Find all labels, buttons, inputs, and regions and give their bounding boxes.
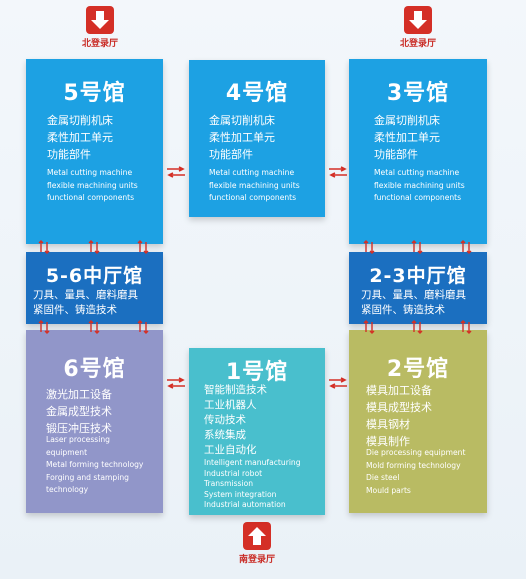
updown-arrows-icon xyxy=(88,240,100,254)
updown-arrows-icon xyxy=(137,320,149,334)
hall-2[interactable]: 2号馆 模具加工设备 模具成型技术 模具钢材 模具制作 Die processi… xyxy=(349,330,487,513)
updown-arrows-icon xyxy=(38,240,50,254)
up-arrow-icon xyxy=(243,522,271,550)
hall-en-exhibits: Die processing equipment Mold forming te… xyxy=(366,448,466,495)
hall-4[interactable]: 4号馆 金属切削机床 柔性加工单元 功能部件 Metal cutting mac… xyxy=(189,60,325,217)
hall-5[interactable]: 5号馆 金属切削机床 柔性加工单元 功能部件 Metal cutting mac… xyxy=(26,59,163,244)
hall-zh-exhibits: 金属切削机床 柔性加工单元 功能部件 xyxy=(47,114,113,161)
hall-zh-exhibits: 刀具、量具、磨料磨具 紧固件、铸造技术 xyxy=(33,289,138,316)
hall-3[interactable]: 3号馆 金属切削机床 柔性加工单元 功能部件 Metal cutting mac… xyxy=(349,59,487,244)
hall-zh-exhibits: 刀具、量具、磨料磨具 紧固件、铸造技术 xyxy=(361,289,466,316)
hall-zh-exhibits: 金属切削机床 柔性加工单元 功能部件 xyxy=(209,114,275,161)
hall-title: 5号馆 xyxy=(63,81,126,106)
updown-arrows-icon xyxy=(137,240,149,254)
updown-arrows-icon xyxy=(363,240,375,254)
updown-arrows-icon xyxy=(38,320,50,334)
hall-title: 4号馆 xyxy=(225,81,289,106)
hall-6[interactable]: 6号馆 激光加工设备 金属成型技术 锻压冲压技术 Laser processin… xyxy=(26,330,163,513)
entrance-label: 北登录厅 xyxy=(81,39,118,49)
hall-title: 2号馆 xyxy=(386,357,450,382)
hall-zh-exhibits: 智能制造技术 工业机器人 传动技术 系统集成 工业自动化 xyxy=(204,384,267,456)
hall-en-exhibits: Intelligent manufacturing Industrial rob… xyxy=(204,458,301,509)
north-entrance-left[interactable]: 北登录厅 xyxy=(70,6,130,49)
hall-en-exhibits: Metal cutting machine flexible machining… xyxy=(47,168,138,202)
swap-arrows-icon xyxy=(329,166,347,178)
entrance-label: 北登录厅 xyxy=(399,39,436,49)
updown-arrows-icon xyxy=(411,320,423,334)
hall-1[interactable]: 1号馆 智能制造技术 工业机器人 传动技术 系统集成 工业自动化 Intelli… xyxy=(189,348,325,515)
hall-2-3-middle[interactable]: 2-3中厅馆 刀具、量具、磨料磨具 紧固件、铸造技术 xyxy=(349,252,487,324)
updown-arrows-icon xyxy=(460,320,472,334)
hall-en-exhibits: Metal cutting machine flexible machining… xyxy=(209,168,300,202)
hall-title: 3号馆 xyxy=(386,81,450,106)
swap-arrows-icon xyxy=(167,166,185,178)
entrance-label: 南登录厅 xyxy=(238,555,275,565)
updown-arrows-icon xyxy=(363,320,375,334)
hall-en-exhibits: Laser processing equipment Metal forming… xyxy=(46,435,144,494)
swap-arrows-icon xyxy=(329,377,347,389)
down-arrow-icon xyxy=(86,6,114,34)
north-entrance-right[interactable]: 北登录厅 xyxy=(388,6,448,49)
hall-5-6-middle[interactable]: 5-6中厅馆 刀具、量具、磨料磨具 紧固件、铸造技术 xyxy=(26,252,163,324)
hall-title: 5-6中厅馆 xyxy=(45,265,144,287)
hall-title: 1号馆 xyxy=(225,360,289,385)
hall-zh-exhibits: 激光加工设备 金属成型技术 锻压冲压技术 xyxy=(46,388,112,435)
hall-zh-exhibits: 模具加工设备 模具成型技术 模具钢材 模具制作 xyxy=(366,384,432,448)
hall-title: 6号馆 xyxy=(63,357,126,382)
hall-title: 2-3中厅馆 xyxy=(369,265,467,287)
updown-arrows-icon xyxy=(460,240,472,254)
updown-arrows-icon xyxy=(88,320,100,334)
hall-zh-exhibits: 金属切削机床 柔性加工单元 功能部件 xyxy=(374,114,440,161)
down-arrow-icon xyxy=(404,6,432,34)
swap-arrows-icon xyxy=(167,377,185,389)
updown-arrows-icon xyxy=(411,240,423,254)
hall-en-exhibits: Metal cutting machine flexible machining… xyxy=(374,168,465,202)
south-entrance[interactable]: 南登录厅 xyxy=(227,522,287,565)
